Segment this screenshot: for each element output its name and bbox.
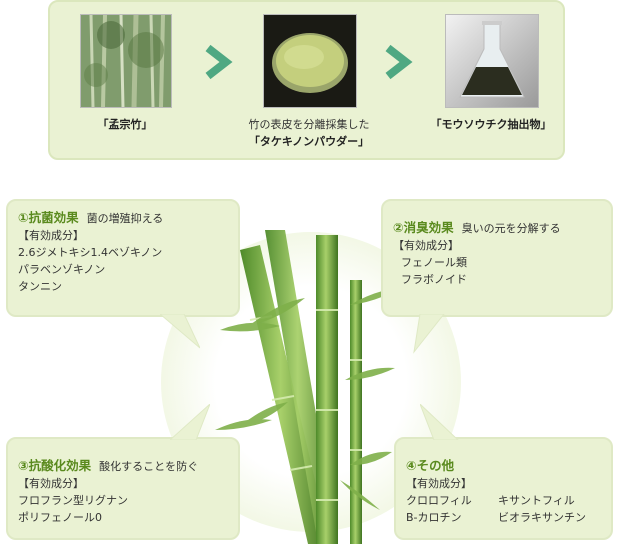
arrow-right-icon (380, 44, 416, 80)
antioxidant-effect-panel: ③抗酸化効果酸化することを防ぐ 【有効成分】 フロフラン型リグナン ポリフェノー… (6, 437, 240, 540)
effect3-item: フロフラン型リグナン (18, 494, 128, 507)
effect3-tag: 【有効成分】 (18, 477, 84, 490)
effect2-item: フェノール類 (401, 256, 467, 269)
effect4-col2: キサントフィル ビオラキサンチン (498, 475, 586, 526)
process-panel: 「孟宗竹」 竹の表皮を分離採集した 「タケキノンパウダー」 「モウソウチク抽出物… (48, 0, 565, 160)
step1-caption: 「孟宗竹」 (97, 118, 153, 131)
arrow-right-icon (200, 44, 236, 80)
effect2-title: ②消臭効果 (393, 220, 454, 235)
effect1-title: ①抗菌効果 (18, 210, 79, 225)
effect4-col1: 【有効成分】 クロロフィル B-カロチン (406, 475, 498, 526)
step3-caption: 「モウソウチク抽出物」 (430, 118, 552, 131)
deodorizing-effect-panel: ②消臭効果臭いの元を分解する 【有効成分】 フェノール類 フラボノイド (381, 199, 613, 317)
other-effect-panel: ④その他 【有効成分】 クロロフィル B-カロチン キサントフィル ビオラキサン… (394, 437, 613, 540)
effect4-item: クロロフィル (406, 494, 472, 507)
effect4-header: ④その他 (406, 447, 601, 475)
extract-flask-photo (445, 14, 539, 108)
powder-dish-photo (263, 14, 357, 108)
effect4-title: ④その他 (406, 458, 455, 473)
effect3-subtitle: 酸化することを防ぐ (99, 460, 199, 473)
bamboo-forest-photo (80, 14, 172, 108)
effect4-tag: 【有効成分】 (406, 477, 472, 490)
effect1-item: タンニン (18, 280, 62, 293)
bubble-tail (160, 314, 200, 349)
step2-caption-line1: 竹の表皮を分離採集した (248, 118, 370, 131)
effect4-item: キサントフィル (498, 494, 575, 507)
effect3-title: ③抗酸化効果 (18, 458, 92, 473)
effect1-header: ①抗菌効果菌の増殖抑える (18, 209, 228, 227)
effect2-tag: 【有効成分】 (393, 239, 459, 252)
effect2-subtitle: 臭いの元を分解する (461, 222, 561, 235)
effect3-header: ③抗酸化効果酸化することを防ぐ (18, 447, 228, 475)
step2-caption-line2: 「タケキノンパウダー」 (248, 135, 370, 148)
effect1-item: 2.6ジメトキシ1.4ベゾキノン (18, 246, 163, 259)
effect4-body: 【有効成分】 クロロフィル B-カロチン キサントフィル ビオラキサンチン (406, 475, 601, 526)
effect1-tag: 【有効成分】 (18, 229, 84, 242)
bamboo-illustration (210, 230, 410, 544)
effect4-item: ビオラキサンチン (498, 511, 586, 524)
effect4-item: B-カロチン (406, 511, 462, 524)
antibacterial-effect-panel: ①抗菌効果菌の増殖抑える 【有効成分】 2.6ジメトキシ1.4ベゾキノン パラベ… (6, 199, 240, 317)
step2-caption: 竹の表皮を分離採集した 「タケキノンパウダー」 (209, 116, 409, 150)
bubble-tail (420, 404, 459, 440)
effect1-item: パラベンゾキノン (18, 263, 106, 276)
effect2-header: ②消臭効果臭いの元を分解する (393, 209, 601, 237)
effect1-subtitle: 菌の増殖抑える (86, 212, 164, 225)
bubble-tail (170, 404, 210, 440)
effect2-item: フラボノイド (401, 273, 467, 286)
bubble-tail (413, 314, 445, 354)
effect3-item: ポリフェノール0 (18, 511, 102, 524)
